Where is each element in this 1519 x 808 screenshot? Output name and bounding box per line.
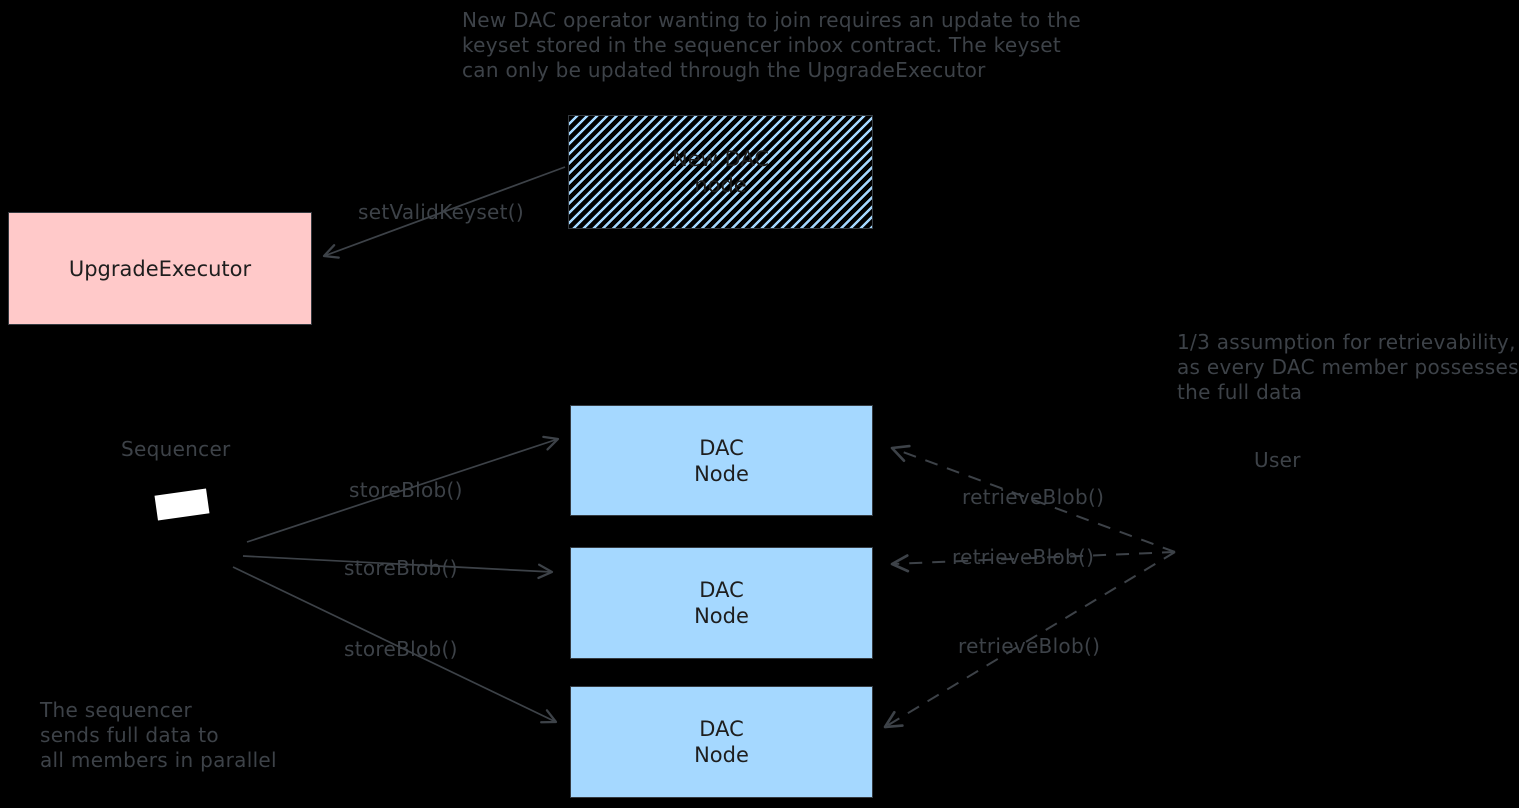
arrow-retrieve-blob-2 <box>890 551 1176 573</box>
arrow-retrieve-blob-3 <box>883 551 1176 729</box>
node-upgrade-executor-label: UpgradeExecutor <box>68 256 252 281</box>
node-dac-3: DAC Node <box>570 686 873 798</box>
node-new-dac: New DAC node <box>568 115 873 229</box>
node-new-dac-line2: node <box>694 173 747 197</box>
note-line: the full data <box>1177 380 1303 404</box>
node-dac-3-line1: DAC <box>699 717 744 741</box>
node-dac-1-line2: Node <box>694 461 749 486</box>
label-store-blob-3: storeBlob() <box>344 637 458 661</box>
note-line: as every DAC member possesses <box>1177 355 1519 379</box>
note-line: The sequencer <box>40 698 193 722</box>
label-store-blob-1: storeBlob() <box>349 478 463 502</box>
node-dac-2: DAC Node <box>570 547 873 659</box>
label-store-blob-2: storeBlob() <box>344 556 458 580</box>
arrow-store-blob-3 <box>232 566 558 724</box>
note-keyset-update: New DAC operator wanting to join require… <box>462 8 1081 83</box>
arrow-store-blob-1 <box>246 435 560 543</box>
node-dac-2-line1: DAC <box>699 578 744 602</box>
label-retrieve-blob-1: retrieveBlob() <box>962 485 1105 509</box>
node-upgrade-executor: UpgradeExecutor <box>8 212 312 325</box>
note-line: all members in parallel <box>40 748 277 772</box>
note-line: can only be updated through the UpgradeE… <box>462 58 986 82</box>
sequencer-label: Sequencer <box>121 437 231 461</box>
node-dac-2-line2: Node <box>694 604 749 628</box>
label-retrieve-blob-3: retrieveBlob() <box>958 634 1101 658</box>
user-label: User <box>1254 448 1301 472</box>
note-line: keyset stored in the sequencer inbox con… <box>462 33 1062 57</box>
label-retrieve-blob-2: retrieveBlob() <box>952 545 1095 569</box>
note-line: 1/3 assumption for retrievability, <box>1177 330 1516 354</box>
arrow-retrieve-blob-1 <box>890 444 1176 553</box>
node-dac-3-line2: Node <box>694 743 749 767</box>
note-line: New DAC operator wanting to join require… <box>462 8 1081 32</box>
arrow-store-blob-2 <box>242 555 554 580</box>
node-new-dac-line1: New DAC <box>672 147 769 171</box>
label-set-valid-keyset: setValidKeyset() <box>358 200 524 224</box>
node-dac-1-line1: DAC <box>699 435 744 460</box>
note-line: sends full data to <box>40 723 219 747</box>
note-retrievability: 1/3 assumption for retrievability, as ev… <box>1177 330 1519 405</box>
note-parallel-send: The sequencer sends full data to all mem… <box>40 698 277 773</box>
arrow-set-valid-keyset <box>322 166 566 259</box>
node-dac-1: DAC Node <box>570 405 873 516</box>
